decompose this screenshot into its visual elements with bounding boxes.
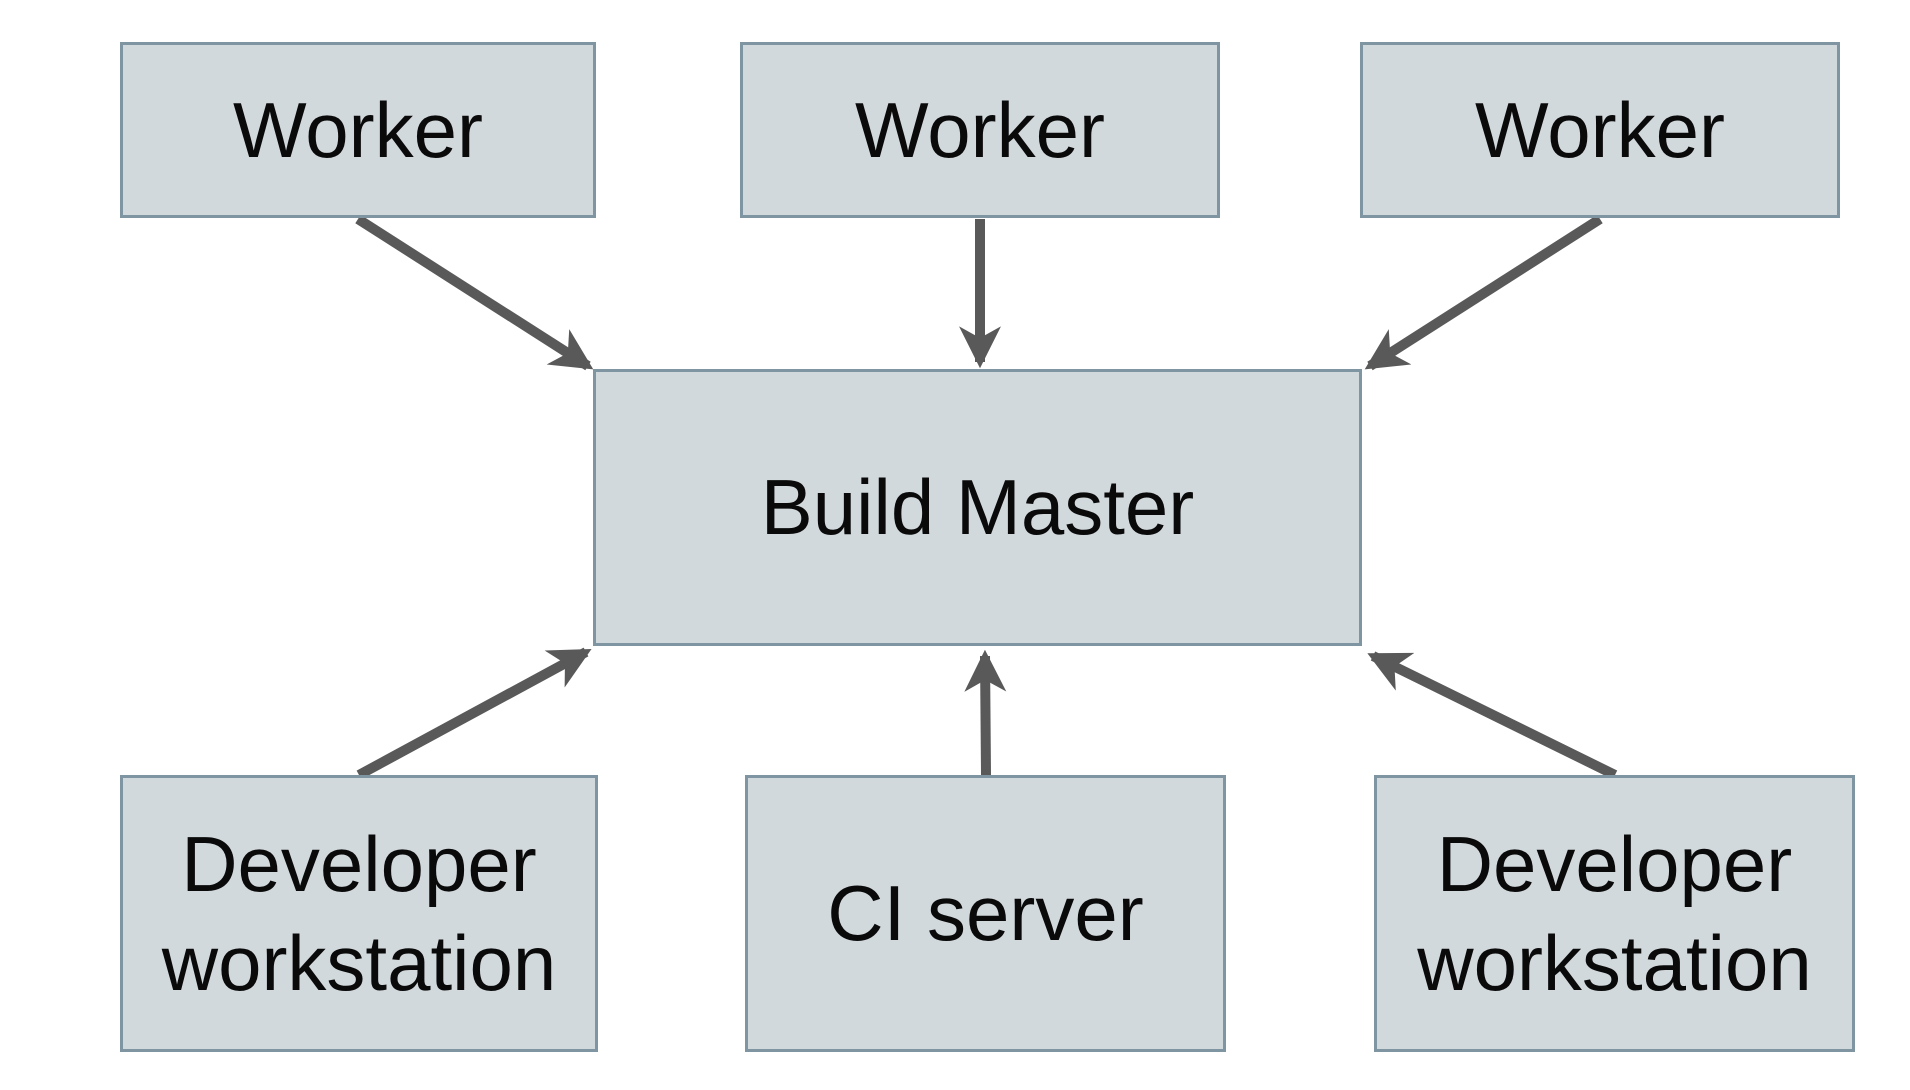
arrow-dev-right-to-build-master <box>1367 651 1618 780</box>
node-dev-workstation-right: Developer workstation <box>1374 775 1855 1052</box>
node-build-master: Build Master <box>593 369 1362 646</box>
arrow-ci-server-to-build-master <box>964 649 1007 776</box>
node-worker-left-label: Worker <box>233 85 483 174</box>
node-worker-right-label: Worker <box>1475 85 1725 174</box>
arrow-worker-left-to-build-master <box>355 214 594 371</box>
node-worker-center-label: Worker <box>855 85 1105 174</box>
node-ci-server-label: CI server <box>827 869 1144 958</box>
node-dev-workstation-left: Developer workstation <box>120 775 598 1052</box>
node-worker-center: Worker <box>740 42 1220 218</box>
arrow-worker-right-to-build-master <box>1364 214 1603 371</box>
arrow-dev-left-to-build-master <box>356 647 592 780</box>
node-dev-workstation-left-label: Developer workstation <box>161 820 557 1007</box>
node-worker-right: Worker <box>1360 42 1840 218</box>
node-ci-server: CI server <box>745 775 1226 1052</box>
node-worker-left: Worker <box>120 42 596 218</box>
node-dev-workstation-right-label: Developer workstation <box>1417 820 1812 1007</box>
node-build-master-label: Build Master <box>760 463 1195 552</box>
